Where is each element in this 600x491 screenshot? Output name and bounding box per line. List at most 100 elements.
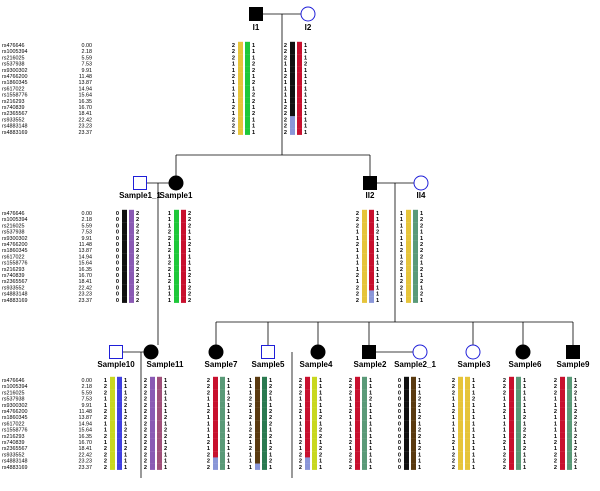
haplotype-bar <box>220 463 225 470</box>
allele: 2 <box>144 409 147 415</box>
allele: 1 <box>249 390 252 396</box>
haplotype-bar <box>458 445 463 452</box>
allele: 2 <box>284 55 287 61</box>
haplotype-bar <box>404 395 409 402</box>
allele: 1 <box>207 446 210 452</box>
haplotype-bar <box>110 445 115 452</box>
haplotype-bar <box>404 383 409 390</box>
allele: 2 <box>144 459 147 465</box>
haplotype-bar <box>465 376 470 384</box>
allele: 1 <box>249 409 252 415</box>
haplotype-bar <box>117 376 122 384</box>
haplotype-bar <box>220 457 225 464</box>
marker-position: 16.35 <box>79 434 93 440</box>
haplotype-bar <box>255 376 260 384</box>
allele: 2 <box>104 390 107 396</box>
haplotype-bar <box>174 222 179 229</box>
allele: 1 <box>249 384 252 390</box>
haplotype-bar <box>406 296 411 303</box>
haplotype-bar <box>122 271 127 279</box>
allele: 1 <box>319 421 322 427</box>
haplotype-bar <box>181 228 186 235</box>
allele: 1 <box>349 421 352 427</box>
allele: 2 <box>503 440 506 446</box>
marker-name: rs1558776 <box>2 93 27 99</box>
allele: 1 <box>227 446 230 452</box>
haplotype-bar <box>305 383 310 390</box>
allele: 1 <box>523 403 526 409</box>
allele: 1 <box>168 211 171 217</box>
haplotype-bar <box>157 457 162 464</box>
individual-label: II4 <box>417 191 426 200</box>
haplotype-bar <box>157 438 162 446</box>
allele: 1 <box>299 428 302 434</box>
haplotype-bar <box>117 383 122 390</box>
allele: 2 <box>188 292 191 298</box>
allele: 1 <box>376 223 379 229</box>
haplotype-bar <box>117 451 122 458</box>
haplotype-bar <box>404 432 409 439</box>
haplotype-bar <box>362 401 367 408</box>
allele: 2 <box>104 446 107 452</box>
allele: 2 <box>188 223 191 229</box>
allele: 1 <box>400 242 403 248</box>
haplotype-bar <box>117 395 122 402</box>
individual-label: Sample9 <box>557 360 590 369</box>
allele: 2 <box>418 434 421 440</box>
haplotype-bar <box>262 445 267 452</box>
female-symbol-s3 <box>465 344 481 360</box>
allele: 0 <box>116 292 119 298</box>
allele: 2 <box>207 440 210 446</box>
allele: 1 <box>227 465 230 471</box>
marker-name: rs1860345 <box>2 415 27 421</box>
haplotype-bar <box>122 216 127 223</box>
haplotype-bar <box>150 401 155 408</box>
haplotype-bar <box>560 420 565 427</box>
haplotype-bar <box>404 451 409 458</box>
haplotype-bar <box>255 401 260 408</box>
allele: 1 <box>376 279 379 285</box>
marker-name: rs216293 <box>2 267 24 273</box>
haplotype-bar <box>290 110 295 117</box>
haplotype-bar <box>174 265 179 272</box>
haplotype-bar <box>129 259 134 266</box>
marker-name: rs617022 <box>2 421 24 427</box>
allele: 1 <box>574 465 577 471</box>
allele: 1 <box>319 440 322 446</box>
marker-name: rs9300302 <box>2 68 27 74</box>
allele: 2 <box>188 211 191 217</box>
allele: 2 <box>136 230 139 236</box>
haplotype-bar <box>262 383 267 390</box>
haplotype-bar <box>122 296 127 303</box>
allele: 0 <box>398 378 401 384</box>
haplotype-bar <box>150 438 155 446</box>
marker-name: rs617022 <box>2 254 24 260</box>
haplotype-bar <box>413 247 418 254</box>
allele: 2 <box>188 273 191 279</box>
female-symbol-s1 <box>168 175 184 191</box>
marker-position: 2.18 <box>82 217 93 223</box>
marker-name: rs1860345 <box>2 80 27 86</box>
allele: 1 <box>376 298 379 304</box>
allele: 2 <box>136 267 139 273</box>
marker-name: rs216025 <box>2 390 24 396</box>
haplotype-bar <box>413 228 418 235</box>
marker-position: 15.64 <box>79 93 93 99</box>
allele: 1 <box>124 390 127 396</box>
haplotype-bar <box>122 290 127 297</box>
haplotype-bar <box>305 420 310 427</box>
haplotype-bar <box>411 445 416 452</box>
marker-position: 16.70 <box>79 273 93 279</box>
haplotype-bar <box>174 290 179 297</box>
haplotype-bar <box>458 451 463 458</box>
haplotype-bar <box>465 401 470 408</box>
allele: 1 <box>227 428 230 434</box>
allele: 2 <box>252 68 255 74</box>
haplotype-bar <box>369 278 374 285</box>
haplotype-bar <box>117 438 122 446</box>
allele: 2 <box>554 459 557 465</box>
allele: 1 <box>452 446 455 452</box>
haplotype-bar <box>157 451 162 458</box>
haplotype-bar <box>255 407 260 415</box>
allele: 1 <box>418 421 421 427</box>
